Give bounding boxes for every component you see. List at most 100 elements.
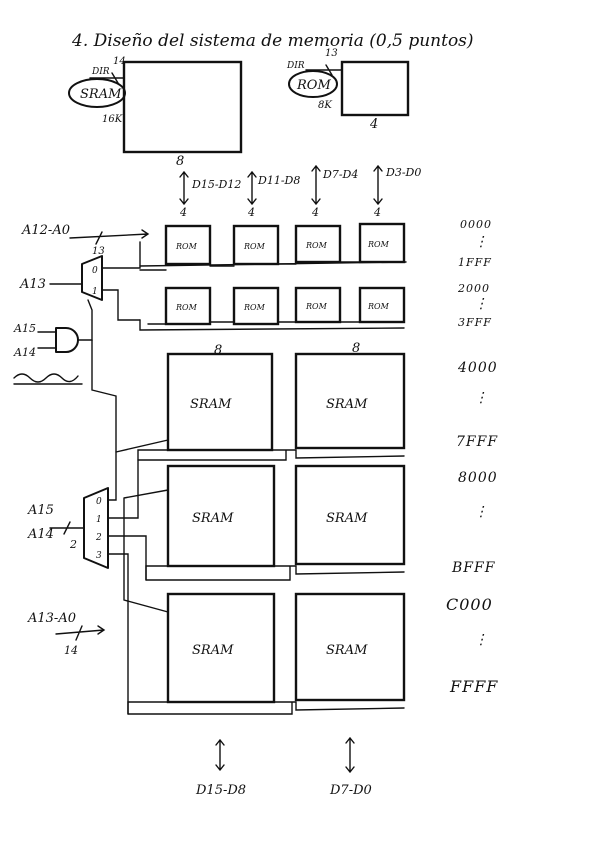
sram-chip-r2-c1 [166, 464, 276, 568]
bus-width-2: 4 [311, 206, 319, 219]
bus-a12-a0 [69, 229, 150, 245]
label-a15-b: A15 [27, 503, 54, 518]
legend-sram-addr-line [89, 72, 125, 84]
rom-chip-label: ROM [175, 303, 198, 312]
bus-label-0: D15-D12 [191, 178, 241, 191]
decoder1-out0-label: 0 [92, 266, 98, 276]
legend-rom-addr-bits: 13 [325, 48, 338, 59]
addr-range-3-mid: ⋮ [474, 504, 489, 520]
rom-chip-r2-c2 [232, 286, 280, 326]
decoder2-out3-wire [107, 553, 129, 715]
sram-chip-r2-c2 [294, 464, 406, 566]
decoder2-out2-label: 2 [95, 533, 102, 543]
rom-chip-r2-c3 [294, 286, 342, 324]
scribble-label [13, 373, 83, 385]
legend-rom-block [340, 60, 410, 117]
legend-sram-addr-bits: 14 [113, 56, 126, 67]
rom-bank: ROM ROM ROM ROM ROM ROM ROM ROM [139, 222, 407, 331]
bus-label-3: D3-D0 [385, 166, 421, 179]
rom-chip-label: ROM [243, 303, 266, 312]
addr-range-3-start: 8000 [458, 470, 498, 486]
addr-range-0-start: 0000 [460, 218, 492, 231]
bottom-bus-arrow-1 [345, 736, 355, 774]
rom-chip-r1-c2 [232, 224, 280, 266]
decoder2-out3-label: 3 [96, 551, 102, 561]
sram-width-label-0: 8 [214, 343, 222, 358]
decoder2-out0-wire [91, 339, 117, 501]
label-a13: A13 [19, 277, 46, 292]
legend-sram-size: 16K [102, 114, 123, 125]
bus-label-1: D11-D8 [257, 174, 300, 187]
sram-row2-wires [145, 565, 405, 581]
addr-range-4-mid: ⋮ [474, 632, 489, 648]
decoder2-out1-wire [107, 459, 139, 519]
legend-rom: ROM DIR 13 8K 4 [286, 48, 410, 132]
legend-rom-oval [288, 70, 338, 98]
bus-width-0: 4 [179, 206, 187, 219]
legend-rom-width: 4 [369, 117, 378, 132]
legend-sram-width: 8 [176, 154, 184, 169]
bottom-bus-label-1: D7-D0 [329, 783, 372, 798]
rom-chip-r1-c3 [294, 224, 342, 264]
sram-row3-wires [127, 701, 405, 715]
sram-chip-label: SRAM [326, 511, 368, 526]
addr-range-1-mid: ⋮ [474, 296, 489, 312]
bus-a13-a0 [55, 625, 106, 641]
rom-chip-label: ROM [367, 302, 390, 311]
legend-rom-dir: DIR [286, 61, 305, 71]
bus-arrow-1 [247, 170, 257, 206]
rom-chip-r2-c1 [164, 286, 212, 326]
rom-chip-r2-c4 [358, 286, 406, 324]
rom-chip-label: ROM [305, 241, 328, 250]
rom-chip-label: ROM [243, 242, 266, 251]
addr-range-2-mid: ⋮ [474, 390, 489, 406]
label-a13-a0: A13-A0 [27, 611, 76, 626]
addr-range-2-end: 7FFF [456, 434, 498, 450]
label-a15: A15 [13, 322, 36, 335]
sram-chip-r1-c2 [294, 352, 406, 450]
label-a14-b: A14 [27, 527, 54, 542]
address-map: 0000 ⋮ 1FFF 2000 ⋮ 3FFF 4000 ⋮ 7FFF 8000… [446, 218, 498, 696]
decoder1-out-wires [101, 241, 141, 321]
bottom-data-buses: D15-D8 D7-D0 [195, 736, 372, 798]
decoder1-out1-label: 1 [92, 287, 98, 297]
addr-range-3-end: BFFF [451, 560, 496, 576]
addr-range-4-start: C000 [446, 595, 493, 614]
rom-chip-label: ROM [367, 240, 390, 249]
legend-rom-addr-line [305, 64, 343, 76]
decoder2-out2-wire [107, 535, 147, 581]
sram-chip-r3-c1 [166, 592, 276, 704]
and-gate-inputs [37, 299, 93, 349]
bus-width-3: 4 [373, 206, 381, 219]
sram-row-cs-wires [115, 439, 169, 613]
bus-label-2: D7-D4 [322, 168, 358, 181]
address-inputs: A12-A0 13 A13 0 1 A15 A14 [13, 223, 150, 385]
bus-arrow-3 [373, 164, 383, 206]
legend-rom-size: 8K [318, 100, 332, 111]
label-bits-2: 2 [69, 538, 77, 551]
addr-range-2-start: 4000 [457, 360, 498, 376]
rom-chip-label: ROM [305, 302, 328, 311]
sram-chip-label: SRAM [190, 397, 232, 412]
bus-width-1: 4 [247, 206, 255, 219]
sram-row1-wires [137, 449, 405, 461]
bottom-bus-arrow-0 [215, 738, 225, 772]
decoder-2to4-group: A15 A14 2 0 1 2 3 A13-A0 14 [27, 339, 169, 715]
label-a12-a0: A12-A0 [21, 223, 70, 238]
legend-sram: SRAM DIR 14 16K 8 [68, 56, 243, 169]
rom-row1-cs-wire [139, 261, 361, 271]
sram-chip-r3-c2 [294, 592, 406, 702]
addr-range-4-end: FFFF [449, 677, 498, 696]
sram-width-label-1: 8 [352, 341, 360, 356]
bus-a15-a14 [49, 521, 85, 535]
page-title: 4. Diseño del sistema de memoria (0,5 pu… [71, 31, 474, 51]
sram-bank: 8 8 SRAM SRAM SRAM SRAM SRAM SRAM [127, 341, 406, 715]
decoder-2to4 [83, 487, 109, 569]
bus-arrow-2 [311, 164, 321, 206]
label-bits-13: 13 [92, 246, 105, 257]
rom-chip-r1-c1 [164, 224, 212, 266]
addr-range-0-end: 1FFF [458, 256, 492, 269]
rom-row2-cs-wire [139, 319, 405, 331]
legend-sram-label: SRAM [80, 87, 122, 102]
